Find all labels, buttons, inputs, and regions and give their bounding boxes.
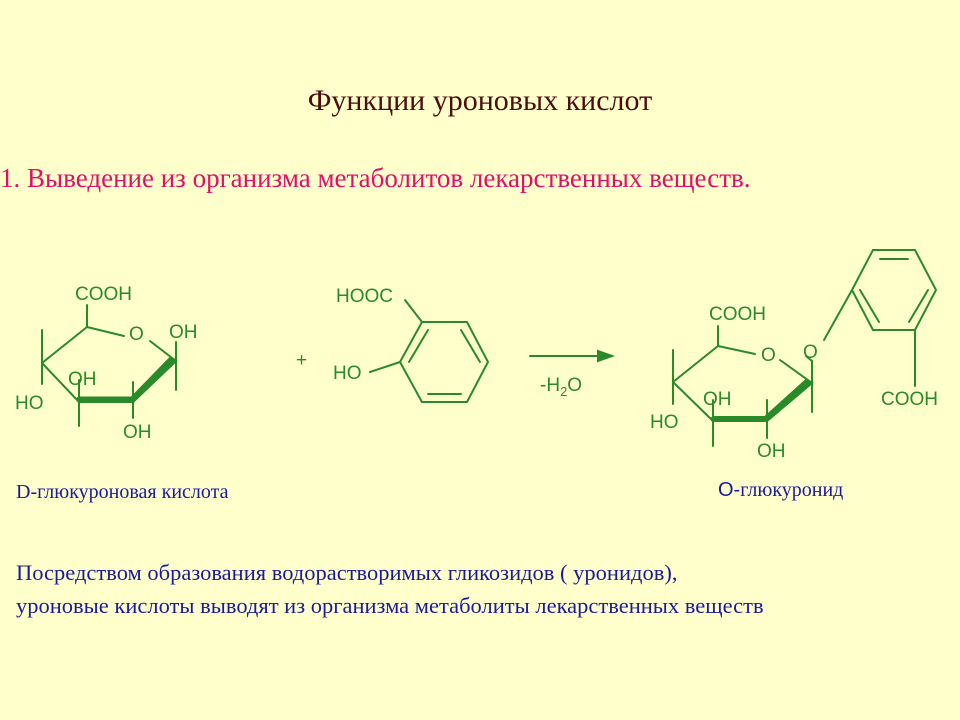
glucuronic-acid-structure: [41, 304, 178, 427]
glucuronic-ring-o-label: O: [129, 324, 144, 345]
glucuronic-oh-mid-label: OH: [68, 369, 97, 390]
explanation-line-1: Посредством образования водорастворимых …: [16, 560, 678, 585]
water-loss-subscript: 2: [560, 384, 567, 399]
product-ring-cooh-label: COOH: [709, 304, 766, 325]
glucuronic-oh-top-label: OH: [169, 322, 198, 343]
water-loss-label: -H2O: [540, 375, 582, 399]
glucuronide-structure: [672, 249, 938, 447]
glucuronic-oh-bottom-label: OH: [123, 422, 152, 443]
salicylic-hooc-label: HOOC: [336, 286, 393, 307]
page-title: Функции уроновых кислот: [307, 84, 653, 117]
salicylic-ho-label: HO: [333, 363, 362, 384]
glucuronic-ho-left-label: HO: [15, 393, 44, 414]
product-ring-o-label: O: [761, 345, 776, 366]
glucuronic-acid-caption: D-глюкуроновая кислота: [16, 481, 229, 503]
product-aryl-cooh-label: COOH: [881, 389, 938, 410]
water-loss-o: O: [567, 375, 582, 396]
glucuronide-caption-prefix: О-: [718, 479, 741, 501]
product-link-o-label: O: [803, 342, 818, 363]
explanation-text: Посредством образования водорастворимых …: [16, 556, 764, 622]
glucuronic-cooh-label: COOH: [75, 284, 132, 305]
product-oh-mid-label: OH: [703, 389, 732, 410]
salicylic-acid-structure: [369, 299, 490, 403]
section-heading: 1. Выведение из организма метаболитов ле…: [0, 163, 751, 193]
explanation-line-2: уроновые кислоты выводят из организма ме…: [16, 593, 764, 618]
glucuronide-caption: О-глюкуронид: [718, 479, 843, 502]
water-loss-minus-h: -H: [540, 375, 560, 396]
glucuronide-caption-rest: глюкуронид: [740, 479, 844, 501]
plus-sign: +: [296, 350, 307, 371]
product-ho-left-label: HO: [650, 412, 679, 433]
product-oh-bottom-label: OH: [757, 441, 786, 462]
